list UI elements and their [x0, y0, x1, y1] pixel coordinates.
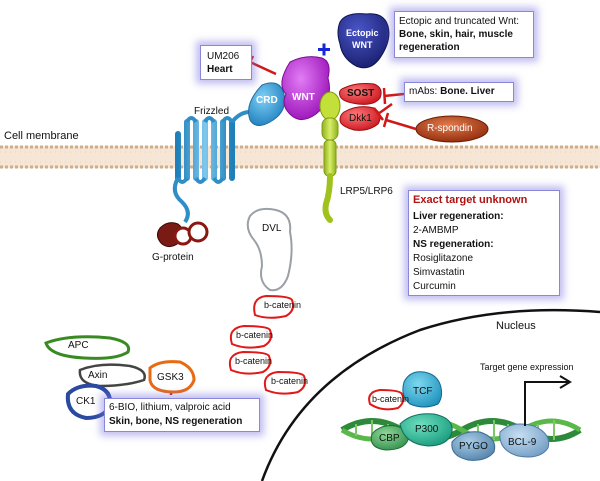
exact-target-unknown-box: Exact target unknown Liver regeneration:… — [408, 190, 560, 296]
crd-label: CRD — [256, 95, 278, 106]
ectopic-wnt-label-2: WNT — [352, 40, 373, 50]
ns-drug-item: Simvastatin — [413, 267, 465, 278]
b-catenin-label: b-catenin — [236, 330, 274, 340]
dvl-protein — [246, 207, 293, 292]
um206-label: UM206 — [207, 51, 240, 62]
plus-icon — [318, 43, 330, 56]
b-catenin-label: b-catenin — [271, 376, 309, 386]
cell-membrane — [0, 145, 600, 169]
dkk1-label: Dkk1 — [349, 113, 372, 124]
g-protein-label: G-protein — [152, 252, 194, 263]
gsk3-label: GSK3 — [157, 372, 184, 383]
cbp-label: CBP — [379, 433, 400, 444]
nucleus-label: Nucleus — [496, 320, 536, 332]
mabs-box: mAbs: Bone. Liver — [404, 82, 514, 102]
apc-label: APC — [68, 340, 89, 351]
gsk3-regeneration: Skin, bone, NS regeneration — [109, 416, 243, 427]
liver-regeneration-heading: Liver regeneration: — [413, 211, 504, 222]
sost-protein — [339, 83, 382, 105]
ns-regeneration-heading: NS regeneration: — [413, 239, 494, 250]
ectopic-wnt-label-1: Ectopic — [346, 28, 379, 38]
cell-membrane-label: Cell membrane — [4, 130, 79, 142]
ck1-label: CK1 — [76, 396, 96, 407]
mabs-prefix: mAbs: — [409, 86, 441, 97]
ns-drug-item: Rosiglitazone — [413, 253, 474, 264]
transcription-arrow — [524, 375, 572, 426]
ectopic-wnt — [337, 13, 390, 69]
g-protein — [156, 221, 209, 248]
ectopic-wnt-box: Ectopic and truncated Wnt: Bone, skin, h… — [394, 11, 534, 58]
mabs-tissues: Bone. Liver — [440, 86, 495, 97]
wnt-label: WNT — [292, 92, 315, 103]
p300-label: P300 — [415, 424, 439, 435]
gsk3-inhibitor-box: 6-BIO, lithium, valproic acid Skin, bone… — [104, 398, 260, 432]
ectopic-wnt-tissues: Bone, skin, hair, muscle — [399, 29, 513, 40]
b-catenin-shapes — [228, 294, 405, 411]
transcription-complex — [370, 371, 550, 461]
b-catenin-label: b-catenin — [264, 300, 302, 310]
b-catenin-label: b-catenin — [235, 356, 273, 366]
nuclear-b-catenin-label: b-catenin — [372, 394, 410, 404]
mabs-label: mAbs: Bone. Liver — [409, 86, 495, 98]
heart-label: Heart — [207, 64, 233, 75]
sost-label: SOST — [347, 88, 375, 99]
nuclear-envelope — [260, 308, 600, 481]
r-spondin-label: R-spondin — [427, 123, 473, 134]
bcl9-label: BCL-9 — [508, 437, 537, 448]
ectopic-wnt-title: Ectopic and truncated Wnt: — [399, 16, 520, 27]
axin-label: Axin — [88, 370, 108, 381]
destruction-complex — [44, 335, 196, 421]
tcf-label: TCF — [413, 386, 433, 397]
liver-drug-item: 2-AMBMP — [413, 225, 459, 236]
exact-target-title: Exact target unknown — [413, 194, 528, 206]
ectopic-wnt-regeneration: regeneration — [399, 42, 460, 53]
pygo-label: PYGO — [459, 441, 488, 452]
dkk1-protein — [339, 106, 381, 131]
lrp-label: LRP5/LRP6 — [340, 186, 393, 197]
frizzled-receptor — [172, 110, 251, 224]
frizzled-label: Frizzled — [194, 106, 230, 117]
ns-drug-item: Curcumin — [413, 281, 456, 292]
um206-box: UM206 Heart — [200, 45, 252, 80]
crd-domain — [248, 82, 286, 126]
lrp5-lrp6-receptor — [319, 91, 341, 223]
gsk3-inhibitors: 6-BIO, lithium, valproic acid — [109, 402, 231, 413]
dvl-label: DVL — [262, 223, 282, 234]
target-gene-expression-label: Target gene expression — [480, 362, 574, 372]
wnt-ligand — [281, 56, 330, 120]
